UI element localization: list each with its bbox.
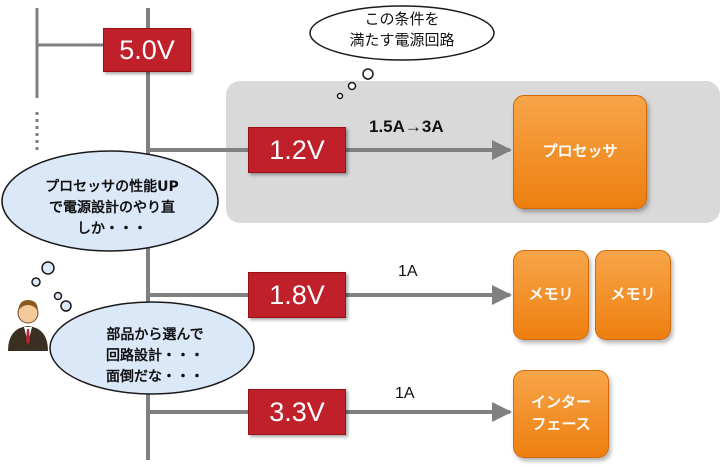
voltage-box-1v2: 1.2V <box>248 127 346 173</box>
engineer-person-icon <box>8 300 48 351</box>
memory-block-2: メモリ <box>595 250 671 340</box>
cloud-processor-worry <box>1 150 219 287</box>
voltage-box-3v3: 3.3V <box>248 389 346 435</box>
cloud-processor-line-3: しか・・・ <box>77 221 147 237</box>
cloud-parts-line-3: 面倒だな・・・ <box>106 369 204 385</box>
cloud-parts-text: 部品から選んで 回路設計・・・ 面倒だな・・・ <box>70 325 240 388</box>
cloud-processor-text: プロセッサの性能UP で電源設計のやり直 しか・・・ <box>20 177 204 240</box>
current-label-1v8: 1A <box>398 263 418 280</box>
current-label-1v2: 1.5A→3A <box>369 117 444 136</box>
processor-block: プロセッサ <box>513 95 647 209</box>
memory-block-1: メモリ <box>513 250 589 340</box>
current-label-3v3: 1A <box>395 385 415 402</box>
cloud-condition-line-1: この条件を <box>364 10 440 28</box>
cloud-condition-line-2: 満たす電源回路 <box>349 31 455 49</box>
interface-block: インター フェース <box>513 370 609 458</box>
cloud-processor-line-2: で電源設計のやり直 <box>49 200 175 216</box>
interface-label-line-1: インター <box>530 393 591 412</box>
voltage-box-5v0: 5.0V <box>103 28 191 72</box>
cloud-parts-line-2: 回路設計・・・ <box>106 348 204 364</box>
cloud-condition-text: この条件を 満たす電源回路 <box>322 9 482 51</box>
cloud-condition <box>309 5 495 100</box>
voltage-box-1v8: 1.8V <box>248 272 346 318</box>
cloud-parts-worry <box>49 291 255 395</box>
cloud-processor-line-1: プロセッサの性能UP <box>45 179 179 195</box>
interface-label-line-2: フェース <box>531 415 591 433</box>
cloud-parts-line-1: 部品から選んで <box>106 327 204 343</box>
